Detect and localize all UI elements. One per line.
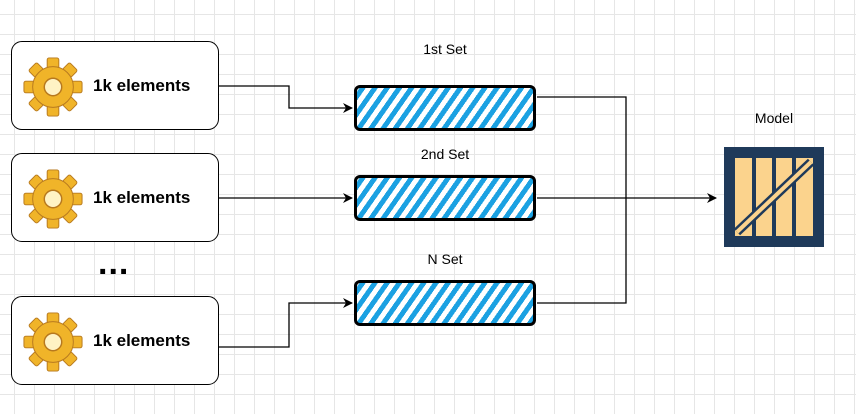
gear-icon xyxy=(23,312,83,372)
set-label-2: 2nd Set xyxy=(420,146,470,162)
edge-source1-set1 xyxy=(219,85,353,113)
source-label-1: 1k elements xyxy=(93,75,191,95)
source-label-3: 1k elements xyxy=(93,330,191,350)
source-box-2: 1k elements xyxy=(11,153,219,242)
crate-icon xyxy=(724,147,824,247)
model-label: Model xyxy=(754,110,794,126)
gear-icon xyxy=(23,57,83,117)
gear-icon xyxy=(23,169,83,229)
set-bar-1 xyxy=(354,85,536,131)
set-bar-2 xyxy=(354,175,536,221)
edge-set3-merge xyxy=(537,198,627,304)
set-bar-3 xyxy=(354,280,536,326)
ellipsis: ... xyxy=(98,244,130,282)
set-label-3: N Set xyxy=(427,251,463,267)
source-label-2: 1k elements xyxy=(93,187,191,207)
edge-source3-set3 xyxy=(219,298,353,348)
source-box-3: 1k elements xyxy=(11,296,219,385)
source-box-1: 1k elements xyxy=(11,41,219,130)
set-label-1: 1st Set xyxy=(423,41,467,57)
edge-set1-merge xyxy=(537,96,627,198)
